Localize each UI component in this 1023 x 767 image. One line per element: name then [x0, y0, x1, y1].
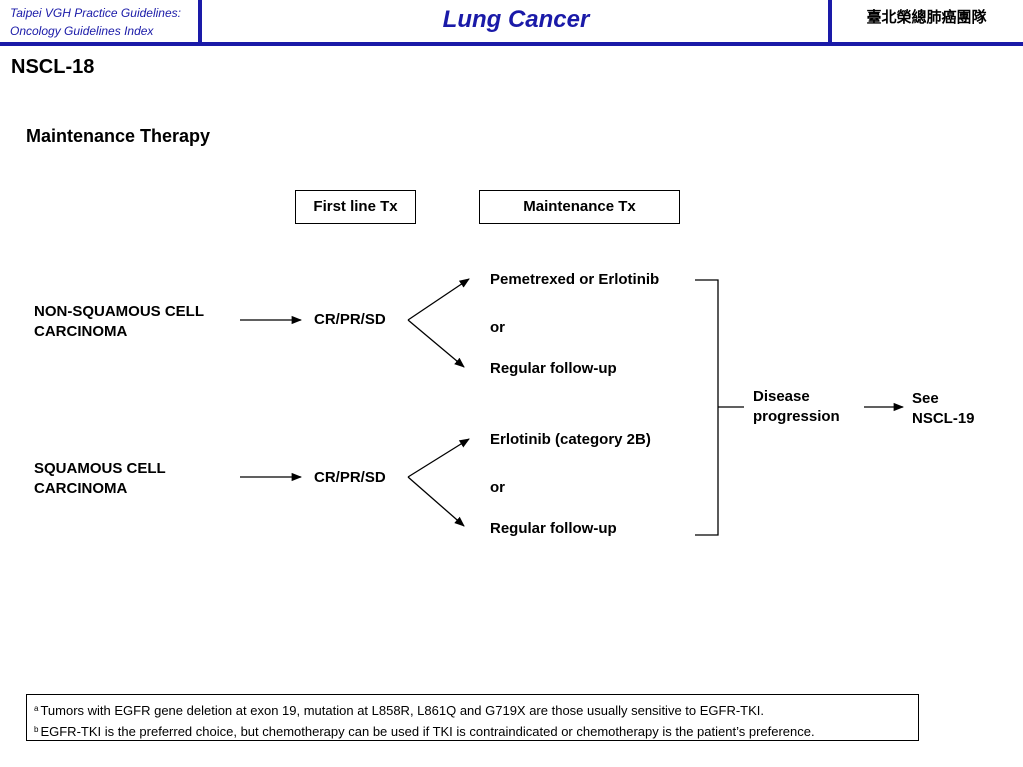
- maintenance-tx-header: Maintenance Tx: [479, 190, 680, 224]
- header-underline: [0, 42, 1023, 46]
- histology-squamous-line2: CARCINOMA: [34, 480, 128, 497]
- footnote-b-marker: b: [34, 725, 39, 734]
- page-code: NSCL-18: [11, 56, 95, 78]
- option-pemetrexed-erlotinib: Pemetrexed or Erlotinib: [490, 271, 660, 288]
- option-regular-follow-up-2: Regular follow-up: [490, 520, 617, 537]
- header: Taipei VGH Practice Guidelines: Oncology…: [0, 0, 1023, 43]
- or-connector-2: or: [490, 479, 505, 496]
- footnote-b-text: EGFR-TKI is the preferred choice, but ch…: [40, 724, 815, 739]
- team-name: 臺北榮總肺癌團隊: [866, 8, 987, 26]
- histology-nonsquamous-line1: NON-SQUAMOUS CELL: [34, 303, 204, 320]
- nscl-19-reference: NSCL-19: [912, 410, 975, 427]
- guidelines-index-link[interactable]: Taipei VGH Practice Guidelines: Oncology…: [10, 4, 200, 40]
- or-connector-1: or: [490, 319, 505, 336]
- disease-progression: Disease progression: [753, 387, 840, 427]
- arrow-response2-to-option1: [407, 438, 470, 478]
- see-label: See: [912, 390, 939, 407]
- header-divider-left: [198, 0, 202, 43]
- section-title: Maintenance Therapy: [26, 126, 211, 146]
- option-regular-follow-up-1: Regular follow-up: [490, 360, 617, 377]
- option-erlotinib-2b: Erlotinib (category 2B): [490, 431, 651, 448]
- page-title: Lung Cancer: [442, 6, 590, 33]
- first-line-tx-header: First line Tx: [295, 190, 416, 224]
- arrow-response2-to-option2: [407, 476, 465, 527]
- disease-progression-line2: progression: [753, 408, 840, 425]
- histology-squamous-line1: SQUAMOUS CELL: [34, 460, 166, 477]
- header-org-label: Taipei VGH Practice Guidelines:: [10, 6, 181, 20]
- footnote-a-text: Tumors with EGFR gene deletion at exon 1…: [40, 703, 765, 718]
- histology-nonsquamous-line2: CARCINOMA: [34, 323, 128, 340]
- see-nscl-19-link[interactable]: See NSCL-19: [912, 389, 975, 429]
- histology-squamous: SQUAMOUS CELL CARCINOMA: [34, 459, 166, 499]
- footnote-a-marker: a: [34, 704, 39, 713]
- arrow-response1-to-option2: [407, 319, 465, 368]
- header-index-label: Oncology Guidelines Index: [10, 24, 154, 38]
- arrow-response1-to-option1: [407, 278, 470, 321]
- response-nonsquamous: CR/PR/SD: [314, 311, 386, 328]
- header-divider-right: [828, 0, 832, 43]
- histology-nonsquamous: NON-SQUAMOUS CELL CARCINOMA: [34, 302, 204, 342]
- disease-progression-line1: Disease: [753, 388, 810, 405]
- options-bracket: [695, 279, 719, 536]
- response-squamous: CR/PR/SD: [314, 469, 386, 486]
